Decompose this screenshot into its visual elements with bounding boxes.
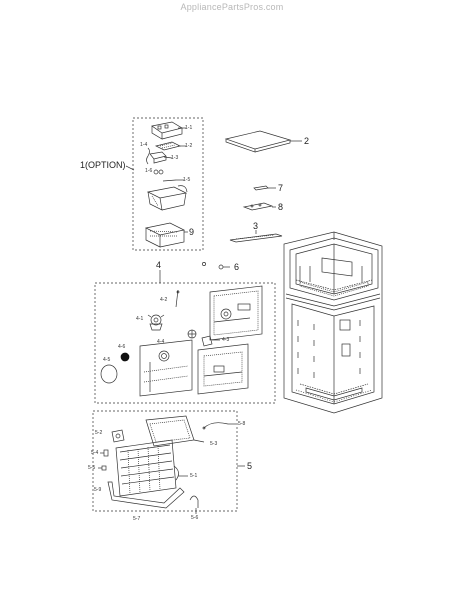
part-7 [253,185,276,191]
label-2: 2 [304,136,310,146]
part-8 [242,202,276,211]
label-1-6: 1-6 [145,168,153,174]
part-3 [229,230,283,243]
label-1-4: 1-4 [140,142,148,148]
label-4-3: 4-3 [222,337,230,343]
part-5-8 [202,422,236,430]
part-5-3 [145,415,205,447]
label-5-8: 5-8 [238,421,246,427]
fan-blade [187,329,197,339]
label-4: 4 [156,260,162,270]
evaporator-cover-left [139,339,193,397]
label-5-6: 5-6 [191,515,199,521]
refrigerator-cabinet [283,231,383,414]
part-1-5 [162,179,184,182]
label-4-5: 4-5 [103,357,111,363]
watermark: AppliancePartsPros.com [180,2,284,12]
label-1-5: 1-5 [183,177,191,183]
evaporator-cover-right [197,343,249,395]
part-4-1 [147,314,165,331]
label-4-1: 4-1 [136,316,144,322]
label-5-5: 5-5 [88,465,96,471]
group-1-dashed-box [132,117,204,251]
part-4-3 [201,335,220,347]
label-4-2: 4-2 [160,297,168,303]
ice-bucket [146,185,188,211]
label-8: 8 [278,202,284,212]
part-5-6 [189,495,199,514]
part-1-1 [151,121,186,140]
label-1-2: 1-2 [185,143,193,149]
part-1-4 [146,147,150,165]
label-4-6: 4-6 [118,344,126,350]
part-2 [224,130,302,153]
group-5-dashed-box [92,410,238,512]
label-5-4: 5-4 [91,450,99,456]
label-4-4: 4-4 [157,339,165,345]
part-4-2 [175,289,180,308]
part-5-2 [111,429,125,443]
part-6 [202,262,230,270]
label-5-1: 5-1 [190,473,198,479]
label-5-7: 5-7 [133,516,141,522]
part-4-5 [100,364,118,384]
part-1-2 [154,141,186,151]
label-5-3: 5-3 [210,441,218,447]
part-5-1-evaporator [115,439,188,497]
part-9 [144,222,188,248]
part-5-4 [100,449,109,457]
label-5-2: 5-2 [95,430,103,436]
part-5-5 [98,465,107,471]
label-5: 5 [247,461,253,471]
part-1-3 [149,151,173,164]
part-4-6 [120,352,130,362]
label-1-option: 1(OPTION) [80,160,126,170]
evaporator-cover-top [209,285,263,341]
label-5-9: 5-9 [94,487,102,493]
part-5-7 [107,481,185,509]
label-6: 6 [234,262,240,272]
label-1-3: 1-3 [171,155,179,161]
label-7: 7 [278,183,284,193]
label-1-1: 1-1 [185,125,193,131]
label-9: 9 [189,227,195,237]
part-1-6 [153,169,164,175]
group-4-dashed-box [94,282,276,404]
label-3: 3 [253,221,259,231]
